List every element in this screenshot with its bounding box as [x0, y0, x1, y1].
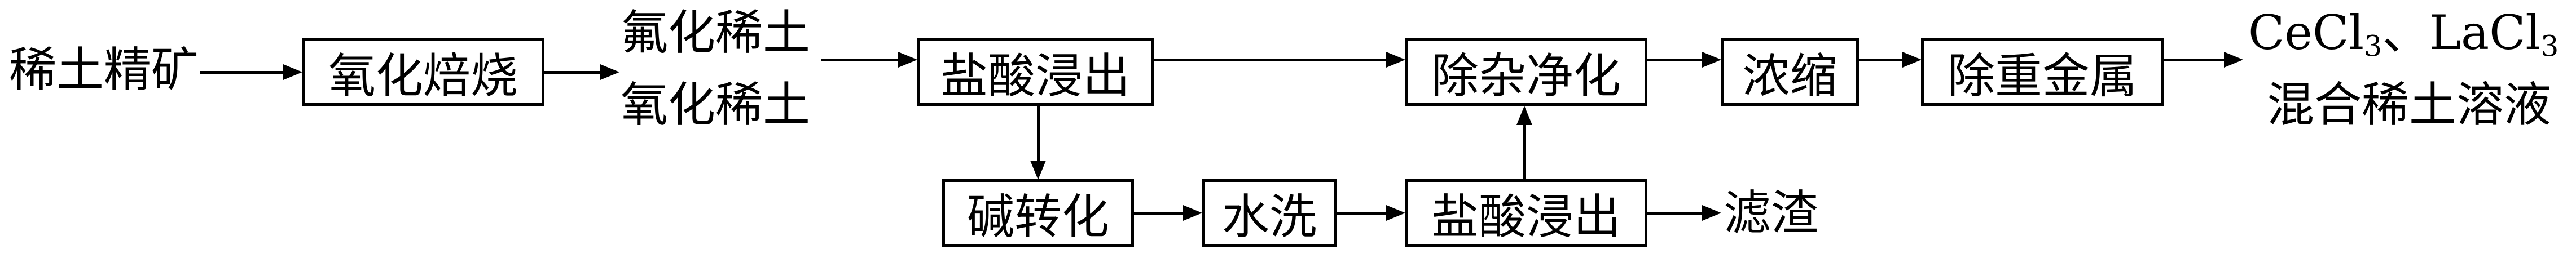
arrow-purify-concentrate-head [1702, 52, 1721, 68]
arrow-intermediate-acid1-head [898, 52, 917, 68]
arrow-acid2-purify-line [1523, 124, 1526, 179]
arrow-start-oxidize-line [200, 71, 285, 74]
arrow-metal-product-line [2164, 59, 2226, 61]
arrow-concentrate-metal-head [1902, 52, 1922, 68]
arrow-acid2-residue-head [1702, 205, 1721, 221]
arrow-purify-concentrate-line [1647, 59, 1704, 61]
arrow-wash-acid2-line [1337, 212, 1388, 215]
arrow-intermediate-acid1-line [821, 59, 900, 61]
product-cecl: CeCl [2248, 5, 2364, 60]
node-intermediate-1: 氟化稀土 [621, 5, 811, 60]
node-alkali-convert: 碱转化 [942, 179, 1134, 247]
arrow-acid2-purify-head [1516, 106, 1532, 125]
arrow-alkali-wash-line [1134, 212, 1185, 215]
node-residue: 滤渣 [1724, 185, 1819, 241]
node-purify: 除杂净化 [1405, 38, 1647, 106]
arrow-alkali-wash-head [1183, 205, 1202, 221]
node-acid-leach-1: 盐酸浸出 [917, 38, 1154, 106]
arrow-acid1-alkali-head [1030, 161, 1046, 180]
node-concentrate: 浓缩 [1721, 38, 1859, 106]
arrow-wash-acid2-head [1386, 205, 1405, 221]
node-start: 稀土精矿 [9, 42, 199, 97]
arrow-oxidize-intermediate-line [544, 71, 602, 74]
product-sep: 、 [2382, 5, 2430, 60]
node-water-wash: 水洗 [1202, 179, 1337, 247]
node-product-line2: 混合稀土溶液 [2267, 77, 2552, 132]
product-lacl-sub: 3 [2540, 29, 2559, 63]
product-lacl: LaCl [2429, 5, 2541, 60]
arrow-metal-product-head [2224, 52, 2243, 68]
arrow-acid1-alkali-line [1037, 106, 1040, 162]
arrow-start-oxidize-head [283, 64, 302, 80]
arrow-oxidize-intermediate-head [600, 64, 619, 80]
arrow-acid1-purify-head [1386, 52, 1405, 68]
node-remove-heavy-metal: 除重金属 [1921, 38, 2164, 106]
arrow-concentrate-metal-line [1859, 59, 1904, 61]
product-cecl-sub: 3 [2364, 29, 2382, 63]
node-product-line1: CeCl3、LaCl3 [2248, 9, 2559, 61]
node-intermediate-2: 氧化稀土 [621, 77, 811, 132]
node-oxidize: 氧化焙烧 [302, 38, 544, 106]
node-acid-leach-2: 盐酸浸出 [1405, 179, 1647, 247]
arrow-acid1-purify-line [1154, 59, 1388, 61]
arrow-acid2-residue-line [1647, 212, 1704, 215]
